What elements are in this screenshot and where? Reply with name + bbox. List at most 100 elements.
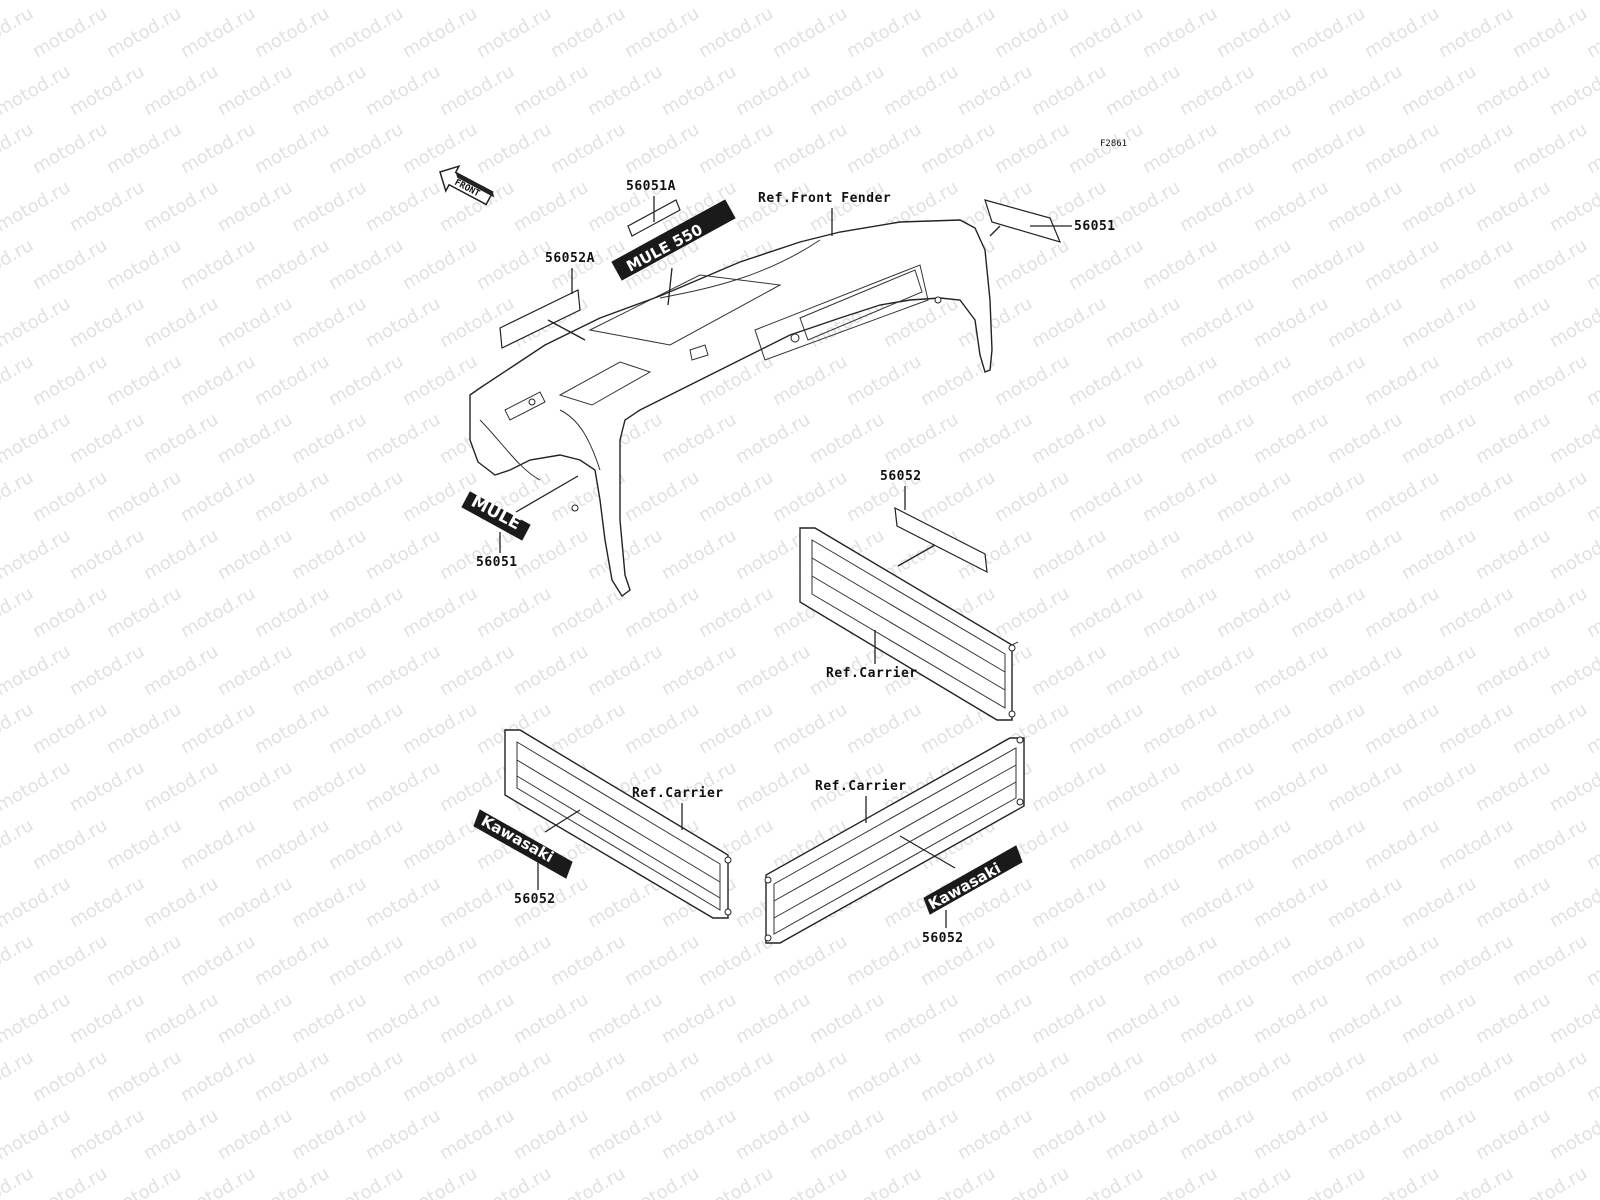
watermark-text: motod.ru [473,931,555,990]
watermark-text: motod.ru [695,119,777,178]
watermark-text: motod.ru [0,293,74,352]
watermark-text: motod.ru [1028,873,1110,932]
watermark-text: motod.ru [29,351,111,410]
watermark-text: motod.ru [1213,351,1295,410]
watermark-text: motod.ru [0,583,37,642]
watermark-text: motod.ru [362,525,444,584]
decal-56052-upper-strip [894,506,988,574]
watermark-text: motod.ru [1546,757,1600,816]
watermark-text: motod.ru [1472,525,1554,584]
watermark-text: motod.ru [0,931,37,990]
figure-code: F2861 [1100,139,1127,149]
watermark-text: motod.ru [436,61,518,120]
watermark-text: motod.ru [399,235,481,294]
watermark-text: motod.ru [547,3,629,62]
watermark-text: motod.ru [214,409,296,468]
watermark-text: motod.ru [1472,1105,1554,1164]
watermark-text: motod.ru [1102,873,1184,932]
watermark-text: motod.ru [399,351,481,410]
watermark-text: motod.ru [1065,931,1147,990]
watermark-text: motod.ru [140,525,222,584]
watermark-text: motod.ru [177,931,259,990]
watermark-text: motod.ru [769,1163,851,1200]
watermark-text: motod.ru [66,177,148,236]
watermark-text: motod.ru [1139,119,1221,178]
watermark-text: motod.ru [1028,293,1110,352]
watermark-text: motod.ru [325,119,407,178]
watermark-text: motod.ru [806,61,888,120]
watermark-text: motod.ru [399,1047,481,1106]
watermark-text: motod.ru [288,525,370,584]
watermark-text: motod.ru [1065,583,1147,642]
watermark-text: motod.ru [399,3,481,62]
watermark-text: motod.ru [843,699,925,758]
watermark-text: motod.ru [732,409,814,468]
watermark-text: motod.ru [510,61,592,120]
watermark-text: motod.ru [1213,467,1295,526]
watermark-text: motod.ru [547,119,629,178]
watermark-text: motod.ru [1324,177,1406,236]
watermark-text: motod.ru [214,177,296,236]
watermark-text: motod.ru [177,3,259,62]
watermark-text: motod.ru [1028,61,1110,120]
watermark-text: motod.ru [177,1047,259,1106]
watermark-text: motod.ru [399,815,481,874]
watermark-text: motod.ru [732,61,814,120]
watermark-text: motod.ru [1139,699,1221,758]
watermark-text: motod.ru [288,409,370,468]
watermark-text: motod.ru [917,1047,999,1106]
watermark-text: motod.ru [103,931,185,990]
watermark-text: motod.ru [1398,409,1480,468]
watermark-text: motod.ru [1287,351,1369,410]
watermark-text: motod.ru [29,931,111,990]
watermark-text: motod.ru [1361,235,1443,294]
watermark-text: motod.ru [621,467,703,526]
watermark-text: motod.ru [1213,815,1295,874]
watermark-text: motod.ru [1435,931,1517,990]
watermark-text: motod.ru [1361,119,1443,178]
watermark-text: motod.ru [1250,293,1332,352]
watermark-text: motod.ru [325,351,407,410]
watermark-text: motod.ru [29,3,111,62]
watermark-text: motod.ru [917,3,999,62]
leader-kawasaki-left-to-part [544,809,581,833]
watermark-text: motod.ru [547,1163,629,1200]
watermark-text: motod.ru [1287,235,1369,294]
watermark-text: motod.ru [1065,3,1147,62]
watermark-text: motod.ru [1287,931,1369,990]
watermark-text: motod.ru [1287,815,1369,874]
watermark-text: motod.ru [1472,989,1554,1048]
leader-56051A-to-part [667,267,673,306]
watermark-text: motod.ru [29,1163,111,1200]
watermark-text: motod.ru [991,1163,1073,1200]
watermark-text: motod.ru [880,61,962,120]
watermark-text: motod.ru [1250,873,1332,932]
watermark-text: motod.ru [1472,757,1554,816]
watermark-text: motod.ru [1398,61,1480,120]
watermark-text: motod.ru [362,293,444,352]
watermark-text: motod.ru [954,61,1036,120]
watermark-text: motod.ru [658,989,740,1048]
watermark-text: motod.ru [288,177,370,236]
watermark-text: motod.ru [177,467,259,526]
watermark-text: motod.ru [1213,235,1295,294]
watermark-text: motod.ru [1509,1163,1591,1200]
watermark-text: motod.ru [1250,641,1332,700]
watermark-text: motod.ru [1139,1163,1221,1200]
watermark-text: motod.ru [214,293,296,352]
watermark-text: motod.ru [584,1105,666,1164]
watermark-text: motod.ru [547,699,629,758]
watermark-text: motod.ru [1435,583,1517,642]
watermark-text: motod.ru [1139,583,1221,642]
callout-56052-left: 56052 [514,892,556,907]
watermark-text: motod.ru [66,989,148,1048]
watermark-text: motod.ru [0,177,74,236]
watermark-text: motod.ru [251,119,333,178]
watermark-text: motod.ru [1398,757,1480,816]
watermark-text: motod.ru [251,931,333,990]
watermark-text: motod.ru [399,699,481,758]
watermark-text: motod.ru [695,1163,777,1200]
watermark-text: motod.ru [1324,525,1406,584]
watermark-text: motod.ru [0,1163,37,1200]
watermark-text: motod.ru [880,0,962,4]
